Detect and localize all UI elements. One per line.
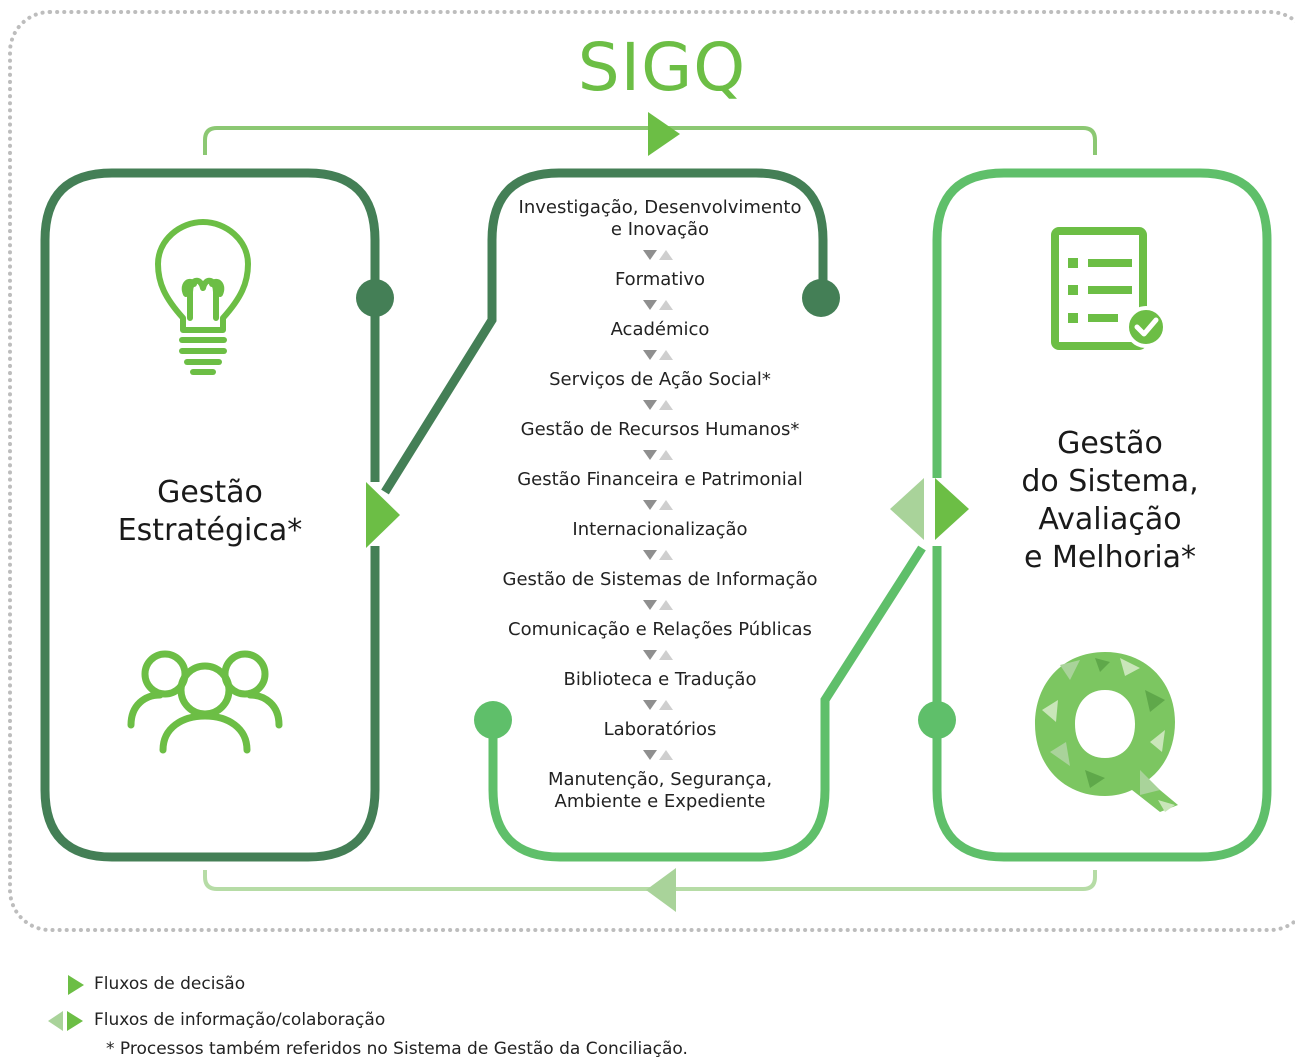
footnote: * Processos também referidos no Sistema … [106, 1039, 688, 1059]
process-separator [500, 641, 820, 669]
process-separator [500, 591, 820, 619]
process-item: Académico [610, 319, 710, 340]
strategic-label-line-2: Estratégica* [117, 513, 303, 548]
process-separator [500, 491, 820, 519]
strategic-management-label: Gestão Estratégica* [60, 474, 360, 550]
process-item: Ambiente e Expediente [554, 791, 766, 812]
right-box-outline [932, 168, 1272, 862]
process-item: Manutenção, Segurança, [547, 769, 773, 790]
left-decision-arrow [366, 482, 400, 548]
outer-dotted-border [8, 10, 1295, 932]
lightbulb-icon [155, 219, 251, 375]
bottom-flow-arrow [646, 868, 676, 912]
strategic-label-line-1: Gestão [157, 475, 263, 510]
people-icon [127, 650, 283, 754]
process-separator [500, 241, 820, 269]
process-separator [500, 541, 820, 569]
system-label-line-2: do Sistema, [1021, 464, 1199, 499]
process-item: e Inovação [610, 219, 710, 240]
process-separator [500, 391, 820, 419]
process-list: Investigação, Desenvolvimento e Inovação… [500, 197, 820, 813]
diagram-title: SIGQ [577, 29, 747, 106]
process-item: Formativo [614, 269, 706, 290]
legend-decision-row: Fluxos de decisão [46, 972, 245, 996]
process-item: Serviços de Ação Social* [549, 369, 771, 390]
legend-decision-label: Fluxos de decisão [94, 974, 246, 994]
process-item: Comunicação e Relações Públicas [508, 619, 812, 640]
process-item: Investigação, Desenvolvimento [518, 197, 802, 218]
bidirectional-arrow-icon [48, 1011, 83, 1031]
process-separator [500, 691, 820, 719]
process-item: Gestão de Sistemas de Informação [502, 569, 818, 590]
left-connector-dot [356, 279, 394, 317]
info-arrow-left [890, 478, 924, 540]
middle-box-outline-upper [381, 168, 828, 495]
process-item: Biblioteca e Tradução [563, 669, 757, 690]
left-box-outline [40, 168, 380, 862]
info-arrow-right [935, 478, 969, 540]
middle-bottom-left-dot [474, 701, 512, 739]
process-item: Gestão de Recursos Humanos* [520, 419, 800, 440]
process-separator [500, 741, 820, 769]
system-label-line-1: Gestão [1057, 426, 1163, 461]
system-label-line-4: e Melhoria* [1023, 540, 1197, 575]
legend-information-row: Fluxos de informação/colaboração [46, 1008, 385, 1032]
process-separator [500, 341, 820, 369]
middle-top-right-dot [802, 279, 840, 317]
decision-arrow-icon [68, 975, 84, 995]
process-separator [500, 441, 820, 469]
legend-information-label: Fluxos de informação/colaboração [94, 1010, 386, 1030]
q-mosaic-icon [1035, 652, 1178, 812]
process-separator [500, 291, 820, 319]
system-label-line-3: Avaliação [1038, 502, 1182, 537]
checklist-icon [1051, 227, 1167, 350]
middle-box-outline-lower [488, 545, 926, 862]
top-flow-arrow [648, 112, 680, 156]
right-connector-dot [918, 701, 956, 739]
bottom-flow-line [203, 870, 1097, 891]
process-item: Gestão Financeira e Patrimonial [517, 469, 803, 490]
process-item: Laboratórios [603, 719, 717, 740]
process-item: Internacionalização [572, 519, 748, 540]
system-management-label: Gestão do Sistema, Avaliação e Melhoria* [960, 425, 1260, 577]
